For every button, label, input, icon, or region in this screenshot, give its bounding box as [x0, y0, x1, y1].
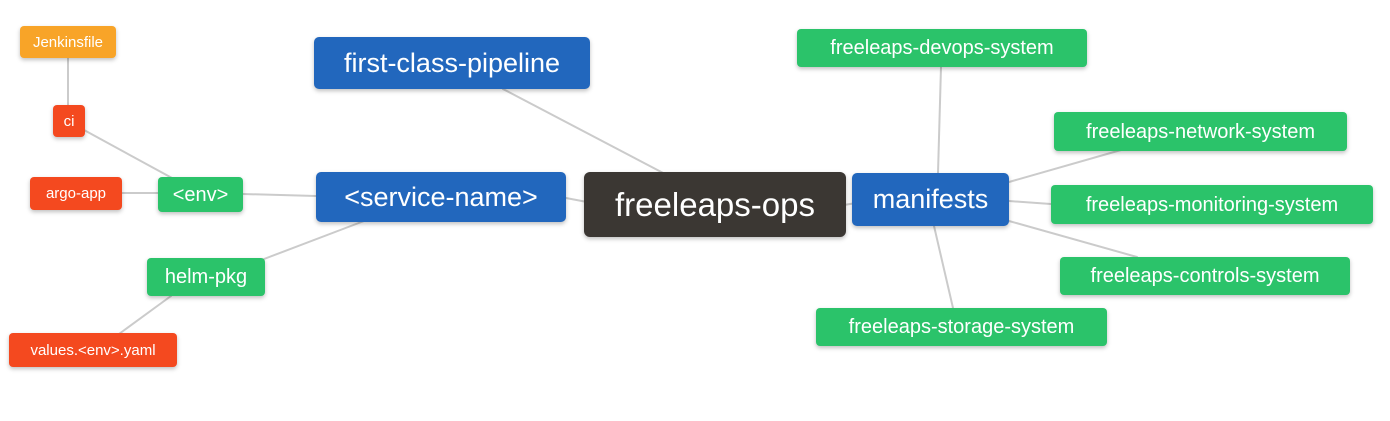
node-freeleaps-monitoring-system[interactable]: freeleaps-monitoring-system	[1051, 185, 1373, 224]
node-manifests[interactable]: manifests	[852, 173, 1009, 226]
edge-manifests-storage	[933, 225, 954, 309]
node-freeleaps-storage-system[interactable]: freeleaps-storage-system	[816, 308, 1107, 346]
node-freeleaps-controls-system[interactable]: freeleaps-controls-system	[1060, 257, 1350, 295]
edge-helm-pkg-values	[118, 295, 172, 335]
node-ci[interactable]: ci	[53, 105, 85, 137]
node-first-class-pipeline[interactable]: first-class-pipeline	[314, 37, 590, 89]
edge-first-class-pipeline-freeleaps-ops	[502, 88, 668, 176]
node-service-name[interactable]: <service-name>	[316, 172, 566, 222]
edge-service-name-helm-pkg	[263, 220, 365, 260]
edge-service-name-freeleaps-ops	[565, 197, 588, 203]
node-argo-app[interactable]: argo-app	[30, 177, 122, 210]
node-env[interactable]: <env>	[158, 177, 243, 212]
node-jenkinsfile[interactable]: Jenkinsfile	[20, 26, 116, 58]
node-helm-pkg[interactable]: helm-pkg	[147, 258, 265, 296]
node-freeleaps-network-system[interactable]: freeleaps-network-system	[1054, 112, 1347, 151]
edge-manifests-monitoring	[1008, 200, 1052, 205]
edge-ci-env	[83, 129, 173, 179]
edge-manifests-controls	[1008, 220, 1138, 258]
edge-manifests-network	[1008, 149, 1122, 183]
edge-manifests-devops	[937, 66, 942, 174]
node-values-env-yaml[interactable]: values.<env>.yaml	[9, 333, 177, 367]
node-freeleaps-devops-system[interactable]: freeleaps-devops-system	[797, 29, 1087, 67]
node-freeleaps-ops[interactable]: freeleaps-ops	[584, 172, 846, 237]
edge-env-service-name	[242, 193, 317, 197]
